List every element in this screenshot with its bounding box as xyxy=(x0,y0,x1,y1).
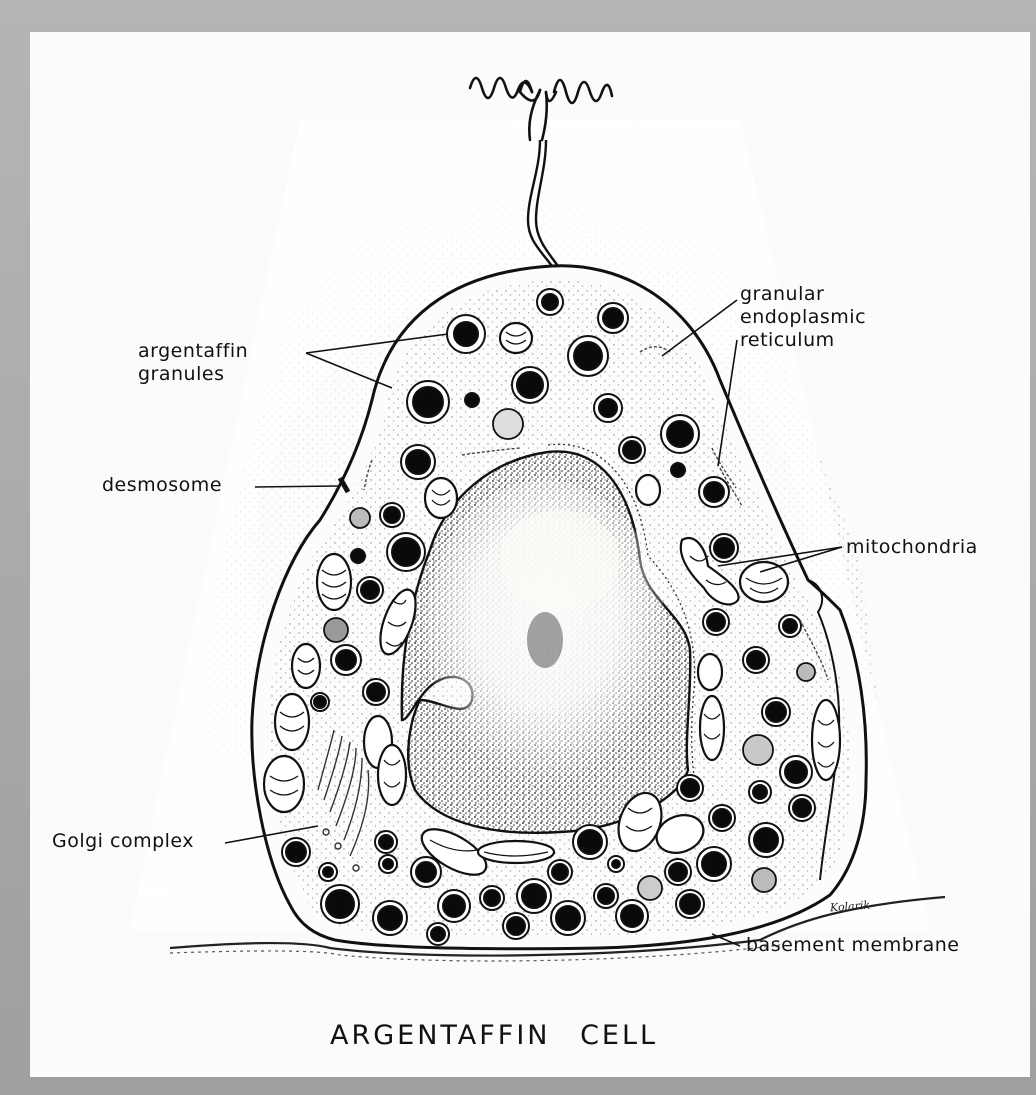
label-granular-er-line-1: granular xyxy=(740,283,866,306)
label-basement-membrane: basement membrane xyxy=(746,934,959,957)
label-granular-er: granular endoplasmic reticulum xyxy=(740,283,866,352)
label-argentaffin-line-1: argentaffin xyxy=(138,340,248,363)
label-golgi-complex: Golgi complex xyxy=(52,830,194,853)
label-argentaffin-granules: argentaffin granules xyxy=(138,340,248,386)
label-granular-er-line-3: reticulum xyxy=(740,329,866,352)
label-argentaffin-line-2: granules xyxy=(138,363,248,386)
figure-title: ARGENTAFFIN CELL xyxy=(330,1020,658,1051)
label-granular-er-line-2: endoplasmic xyxy=(740,306,866,329)
label-desmosome: desmosome xyxy=(102,474,222,497)
label-mitochondria: mitochondria xyxy=(846,536,978,559)
